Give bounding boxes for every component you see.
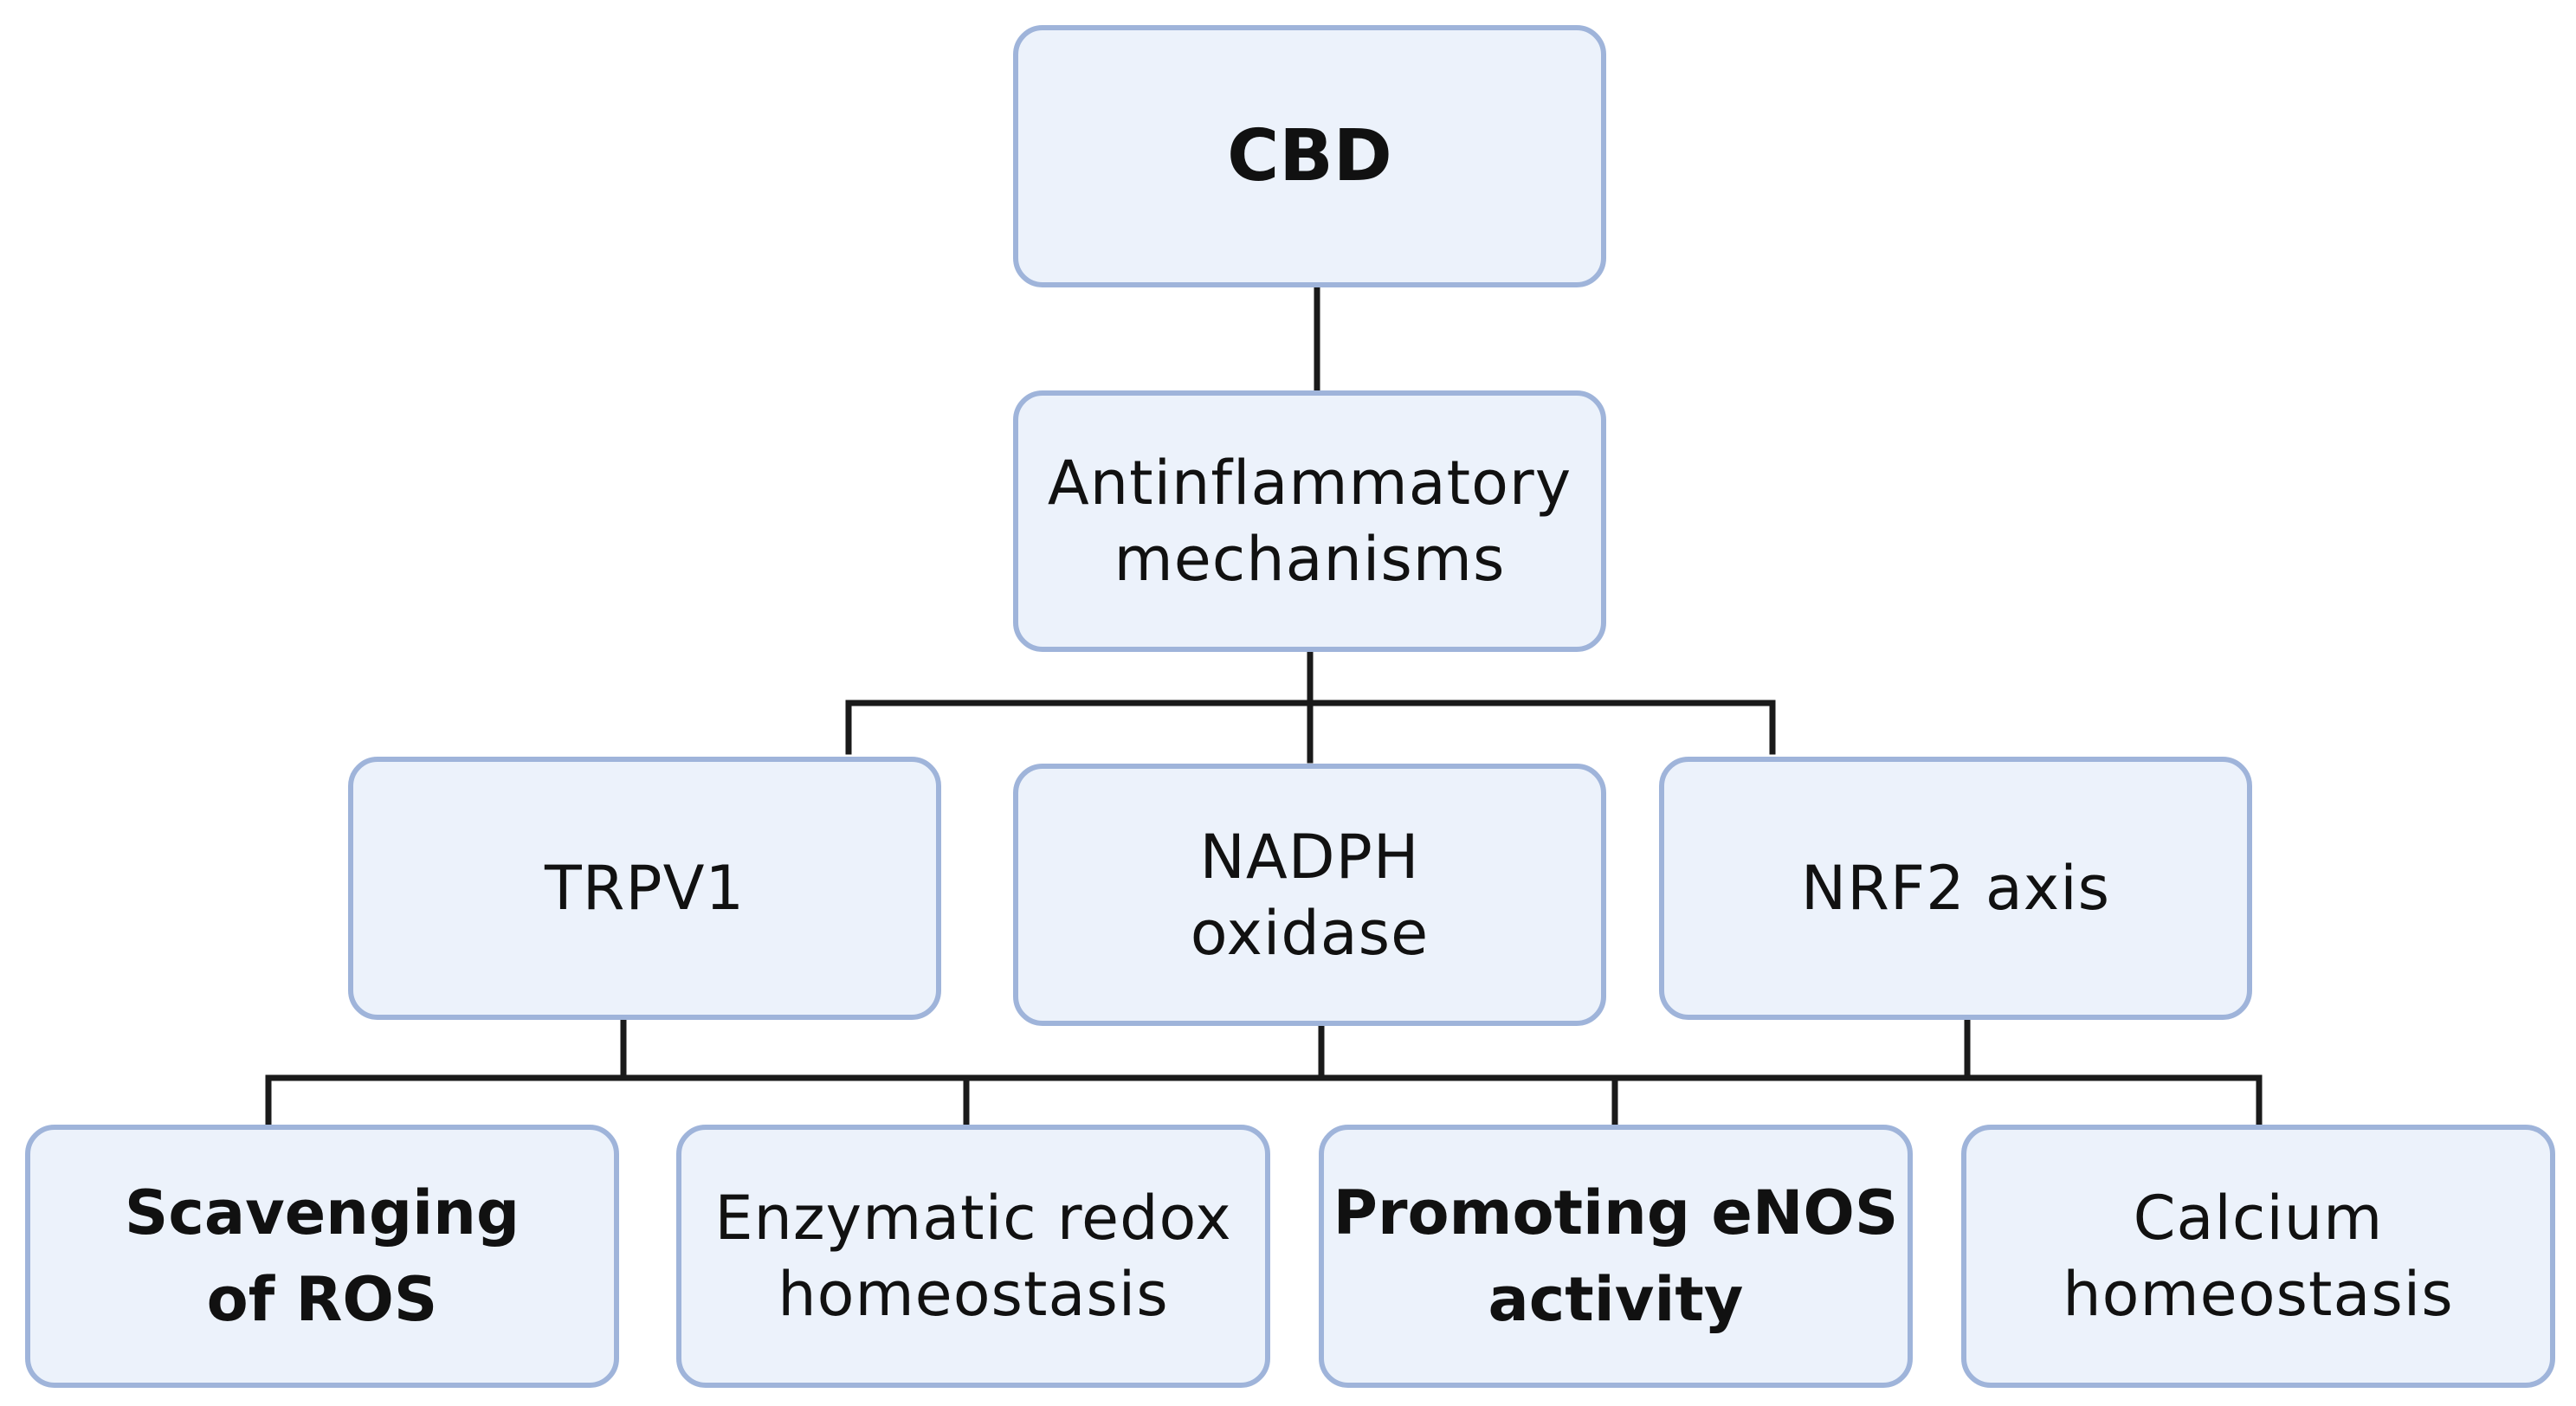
node-nadph-oxidase: NADPH oxidase xyxy=(1013,764,1606,1026)
node-scavenging-of-ros: Scavenging of ROS xyxy=(25,1125,619,1388)
node-calcium-homeostasis-label: Calcium homeostasis xyxy=(2063,1183,2454,1330)
node-antinflammatory-mechanisms-label: Antinflammatory mechanisms xyxy=(1047,448,1572,595)
node-nrf2-axis-label: NRF2 axis xyxy=(1800,853,2111,924)
node-promoting-enos-activity: Promoting eNOS activity xyxy=(1319,1125,1913,1388)
node-nrf2-axis: NRF2 axis xyxy=(1659,757,2252,1020)
node-cbd: CBD xyxy=(1013,25,1606,287)
node-calcium-homeostasis: Calcium homeostasis xyxy=(1961,1125,2555,1388)
node-trpv1-label: TRPV1 xyxy=(544,853,746,924)
node-enzymatic-redox-homeostasis-label: Enzymatic redox homeostasis xyxy=(714,1183,1232,1330)
node-enzymatic-redox-homeostasis: Enzymatic redox homeostasis xyxy=(676,1125,1270,1388)
node-trpv1: TRPV1 xyxy=(348,757,941,1020)
node-nadph-oxidase-label: NADPH oxidase xyxy=(1190,821,1430,969)
node-cbd-label: CBD xyxy=(1227,114,1392,197)
node-antinflammatory-mechanisms: Antinflammatory mechanisms xyxy=(1013,390,1606,652)
node-promoting-enos-activity-label: Promoting eNOS activity xyxy=(1333,1177,1899,1335)
node-scavenging-of-ros-label: Scavenging of ROS xyxy=(124,1177,520,1335)
